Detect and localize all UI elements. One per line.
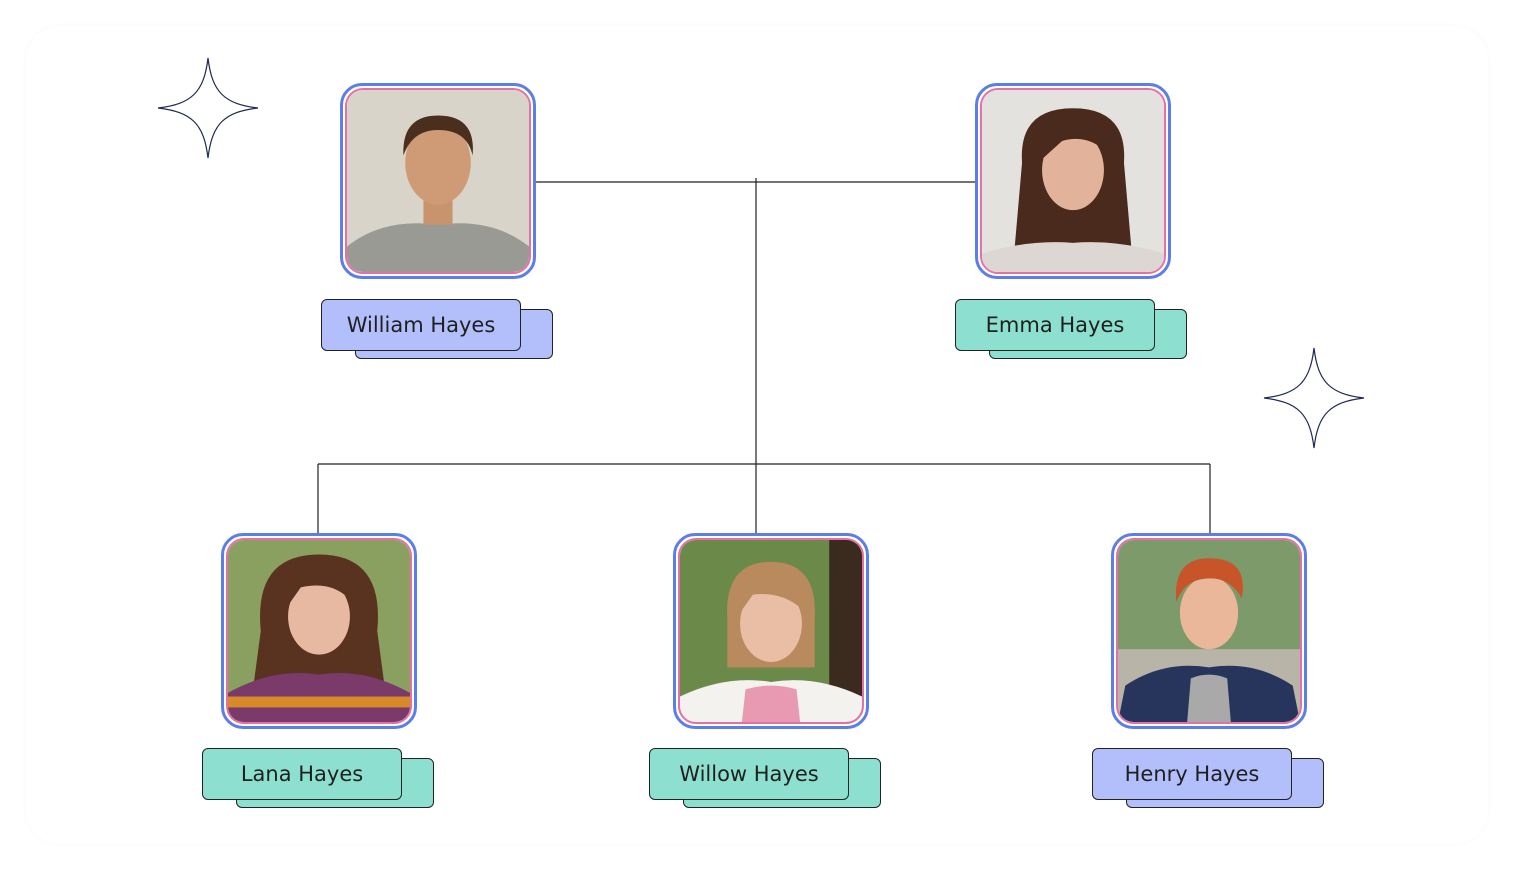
name-tag-willow: Willow Hayes bbox=[649, 748, 883, 810]
portrait-william bbox=[340, 83, 536, 279]
name-label: William Hayes bbox=[321, 299, 521, 351]
name-tag-william: William Hayes bbox=[321, 299, 555, 361]
portrait-lana bbox=[221, 533, 417, 729]
name-label: Henry Hayes bbox=[1092, 748, 1292, 800]
portrait-willow bbox=[673, 533, 869, 729]
girl-portrait-icon bbox=[680, 540, 862, 722]
name-label: Emma Hayes bbox=[955, 299, 1155, 351]
name-tag-lana: Lana Hayes bbox=[202, 748, 436, 810]
name-tag-emma: Emma Hayes bbox=[955, 299, 1189, 361]
name-label: Willow Hayes bbox=[649, 748, 849, 800]
boy-portrait-icon bbox=[1118, 540, 1300, 722]
sparkle-icon bbox=[157, 57, 259, 159]
name-tag-henry: Henry Hayes bbox=[1092, 748, 1326, 810]
adult-woman-portrait-icon bbox=[982, 90, 1164, 272]
sparkle-icon bbox=[1263, 347, 1365, 449]
name-label: Lana Hayes bbox=[202, 748, 402, 800]
girl-portrait-icon bbox=[228, 540, 410, 722]
portrait-emma bbox=[975, 83, 1171, 279]
portrait-henry bbox=[1111, 533, 1307, 729]
adult-man-portrait-icon bbox=[347, 90, 529, 272]
